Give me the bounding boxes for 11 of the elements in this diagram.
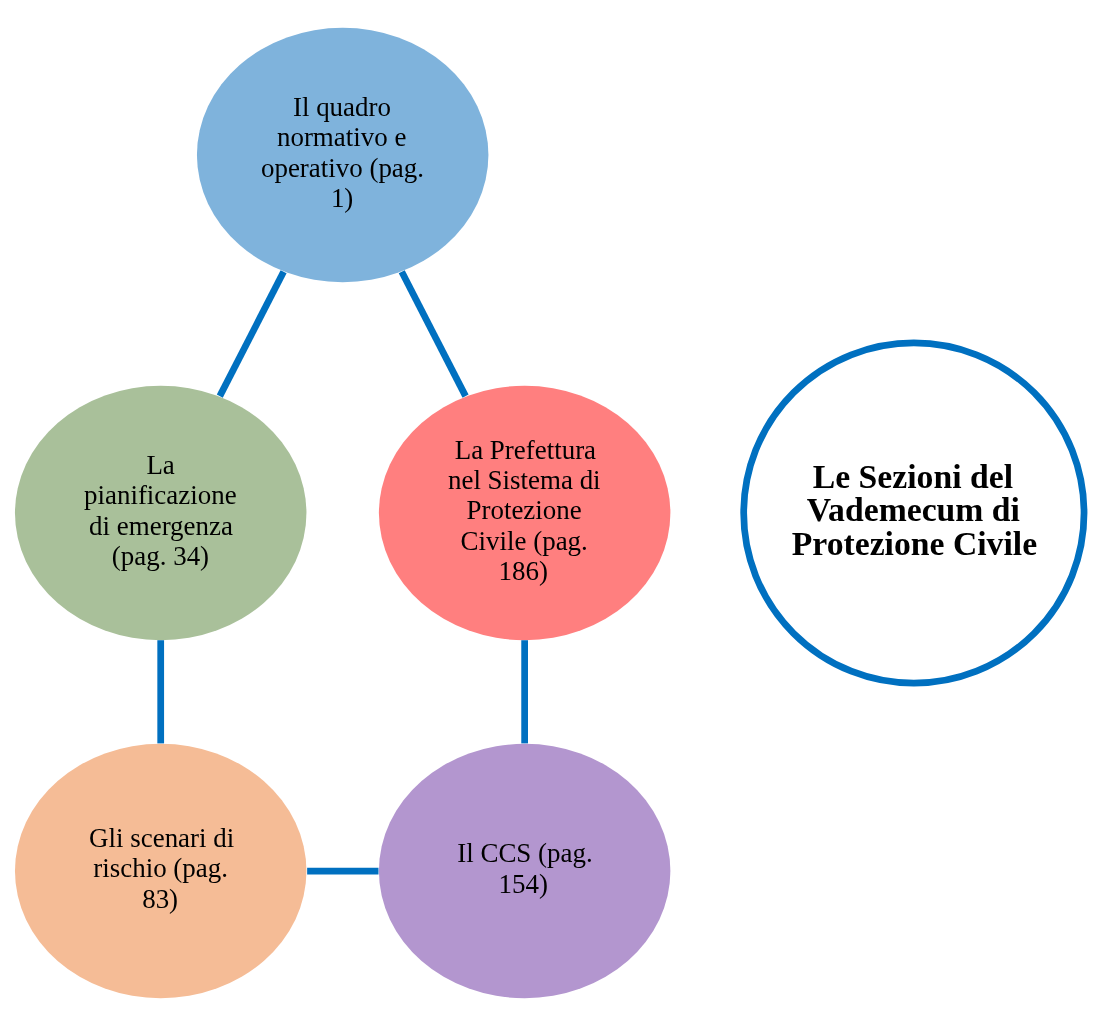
connector	[521, 639, 528, 743]
connector	[398, 269, 469, 398]
node-circle: Le Sezioni del Vademecum di Protezione Civile	[740, 338, 1088, 687]
connector	[157, 639, 165, 743]
connector	[307, 867, 379, 874]
connector	[216, 269, 287, 398]
node-ellipse: La Prefettura nel Sistema di Protezione Civile (pag. 186)	[378, 385, 671, 640]
node-ellipse: La pianificazione di emergenza (pag. 34)	[14, 385, 307, 640]
node-ellipse: Gli scenari di rischio (pag. 83)	[14, 743, 307, 998]
node-ellipse: Il quadro normativo e operativo (pag. 1)	[196, 27, 489, 282]
node-ellipse: Il CCS (pag. 154)	[378, 743, 671, 998]
